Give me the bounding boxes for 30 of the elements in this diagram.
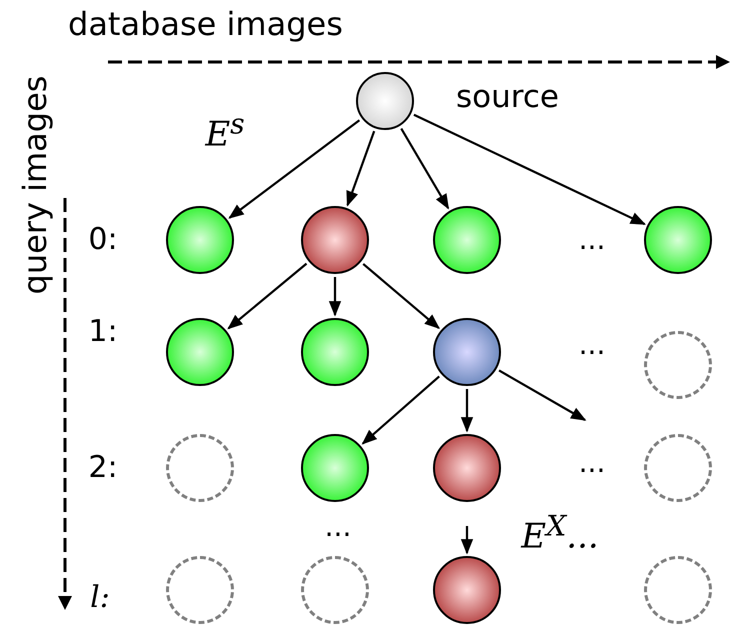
- axis-label: database images: [68, 8, 343, 40]
- edge-set-symbol: E$^{s}$: [205, 110, 245, 152]
- row-number: 0:: [88, 225, 118, 255]
- axis-label: query images: [19, 76, 51, 294]
- arrow: [460, 526, 474, 555]
- row-number: 1:: [88, 317, 118, 347]
- node-caption: source: [456, 82, 559, 113]
- ellipsis: ...: [578, 226, 606, 254]
- arrow: [362, 376, 440, 445]
- row-number: l:: [90, 583, 110, 613]
- arrow: [227, 262, 308, 330]
- empty-node-circle: [644, 331, 712, 399]
- ellipsis: ...: [578, 331, 606, 359]
- row-number: 2:: [88, 453, 118, 483]
- empty-node-circle: [166, 434, 234, 502]
- edge-set-symbol: E$^{X}$...: [521, 512, 599, 554]
- arrow: [400, 128, 450, 210]
- arrow: [346, 130, 376, 207]
- arrow: [228, 119, 360, 219]
- empty-node-circle: [301, 556, 369, 624]
- arrow: [498, 370, 586, 421]
- empty-node-circle: [644, 434, 712, 502]
- arrow: [460, 389, 474, 433]
- arrow: [328, 277, 342, 317]
- ellipsis: ...: [578, 449, 606, 477]
- arrow: [413, 114, 646, 226]
- empty-node-circle: [166, 556, 234, 624]
- empty-node-circle: [644, 556, 712, 624]
- arrow: [362, 263, 440, 330]
- ellipsis: ...: [324, 513, 352, 541]
